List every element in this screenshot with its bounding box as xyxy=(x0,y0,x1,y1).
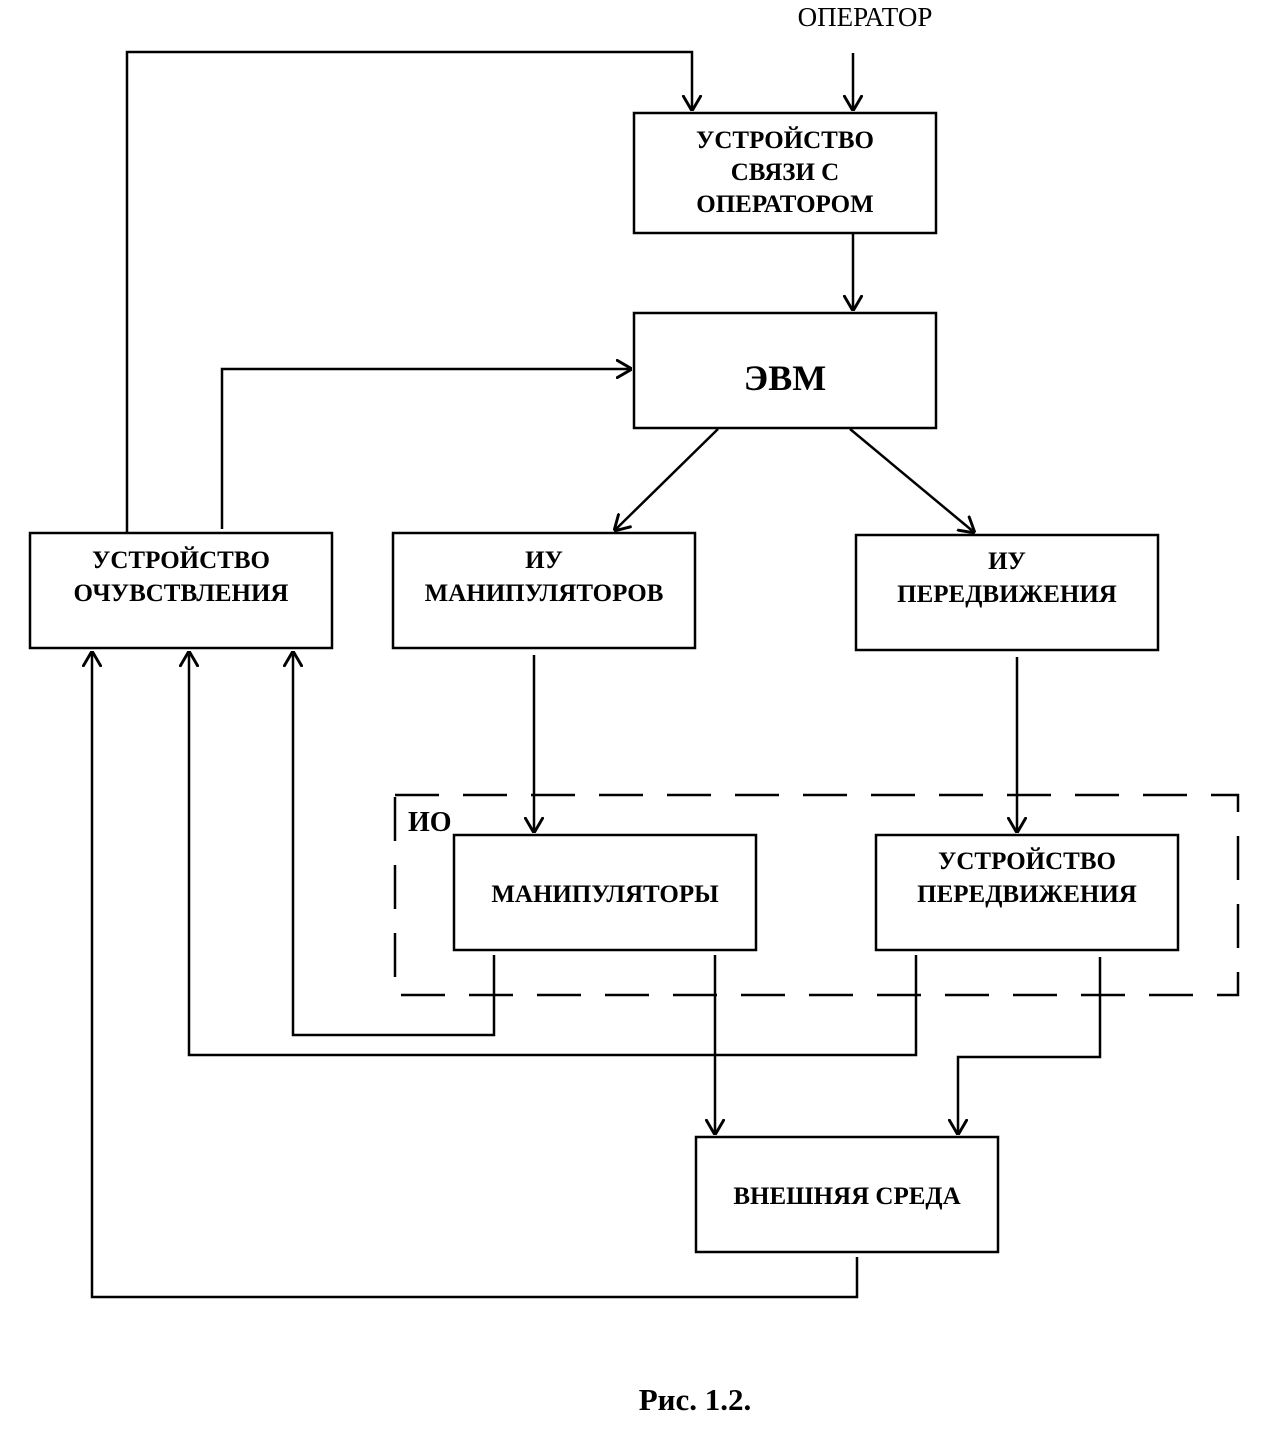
operator-link-line-2: СВЯЗИ С xyxy=(731,159,839,186)
operator-link-box: УСТРОЙСТВО СВЯЗИ С ОПЕРАТОРОМ xyxy=(632,111,938,235)
arrow-manipulators-to-sensing xyxy=(293,651,496,1037)
arrow-sensing-to-link xyxy=(125,50,692,532)
motion-device-line-2: ПЕРЕДВИЖЕНИЯ xyxy=(917,881,1137,908)
arrow-computer-to-motion-actuators xyxy=(849,428,975,533)
io-group-label: ИО xyxy=(408,807,452,838)
environment-label: ВНЕШНЯЯ СРЕДА xyxy=(733,1183,960,1210)
arrow-motion-device-to-sensing xyxy=(189,651,918,1057)
arrow-motion-device-to-environment xyxy=(958,957,1102,1135)
sensing-line-2: ОЧУВСТВЛЕНИЯ xyxy=(74,580,289,607)
manip-actuators-line-1: ИУ xyxy=(525,547,563,574)
sensing-device-box: УСТРОЙСТВО ОЧУВСТВЛЕНИЯ xyxy=(28,531,334,650)
operator-link-line-1: УСТРОЙСТВО xyxy=(696,126,874,154)
manip-actuators-line-2: МАНИПУЛЯТОРОВ xyxy=(425,580,664,607)
motion-actuators-line-1: ИУ xyxy=(988,548,1026,575)
environment-box: ВНЕШНЯЯ СРЕДА xyxy=(694,1135,1000,1254)
manipulators-box: МАНИПУЛЯТОРЫ xyxy=(452,833,758,952)
operator-link-line-3: ОПЕРАТОРОМ xyxy=(696,191,873,218)
arrow-environment-to-sensing xyxy=(92,651,859,1299)
manipulators-label: МАНИПУЛЯТОРЫ xyxy=(491,881,719,908)
computer-label: ЭВМ xyxy=(744,358,826,398)
figure-caption: Рис. 1.2. xyxy=(639,1382,752,1417)
motion-actuators-box: ИУ ПЕРЕДВИЖЕНИЯ xyxy=(854,533,1160,652)
computer-box: ЭВМ xyxy=(632,311,938,430)
arrow-computer-to-manip-actuators xyxy=(614,428,719,531)
io-group-border xyxy=(393,793,1240,997)
sensing-line-1: УСТРОЙСТВО xyxy=(92,546,270,574)
motion-device-box: УСТРОЙСТВО ПЕРЕДВИЖЕНИЯ xyxy=(874,833,1180,952)
motion-actuators-line-2: ПЕРЕДВИЖЕНИЯ xyxy=(897,581,1117,608)
arrow-sensing-to-computer xyxy=(220,369,632,529)
operator-label: ОПЕРАТОР xyxy=(798,2,933,32)
manipulator-actuators-box: ИУ МАНИПУЛЯТОРОВ xyxy=(391,531,697,650)
motion-device-line-1: УСТРОЙСТВО xyxy=(938,847,1116,875)
